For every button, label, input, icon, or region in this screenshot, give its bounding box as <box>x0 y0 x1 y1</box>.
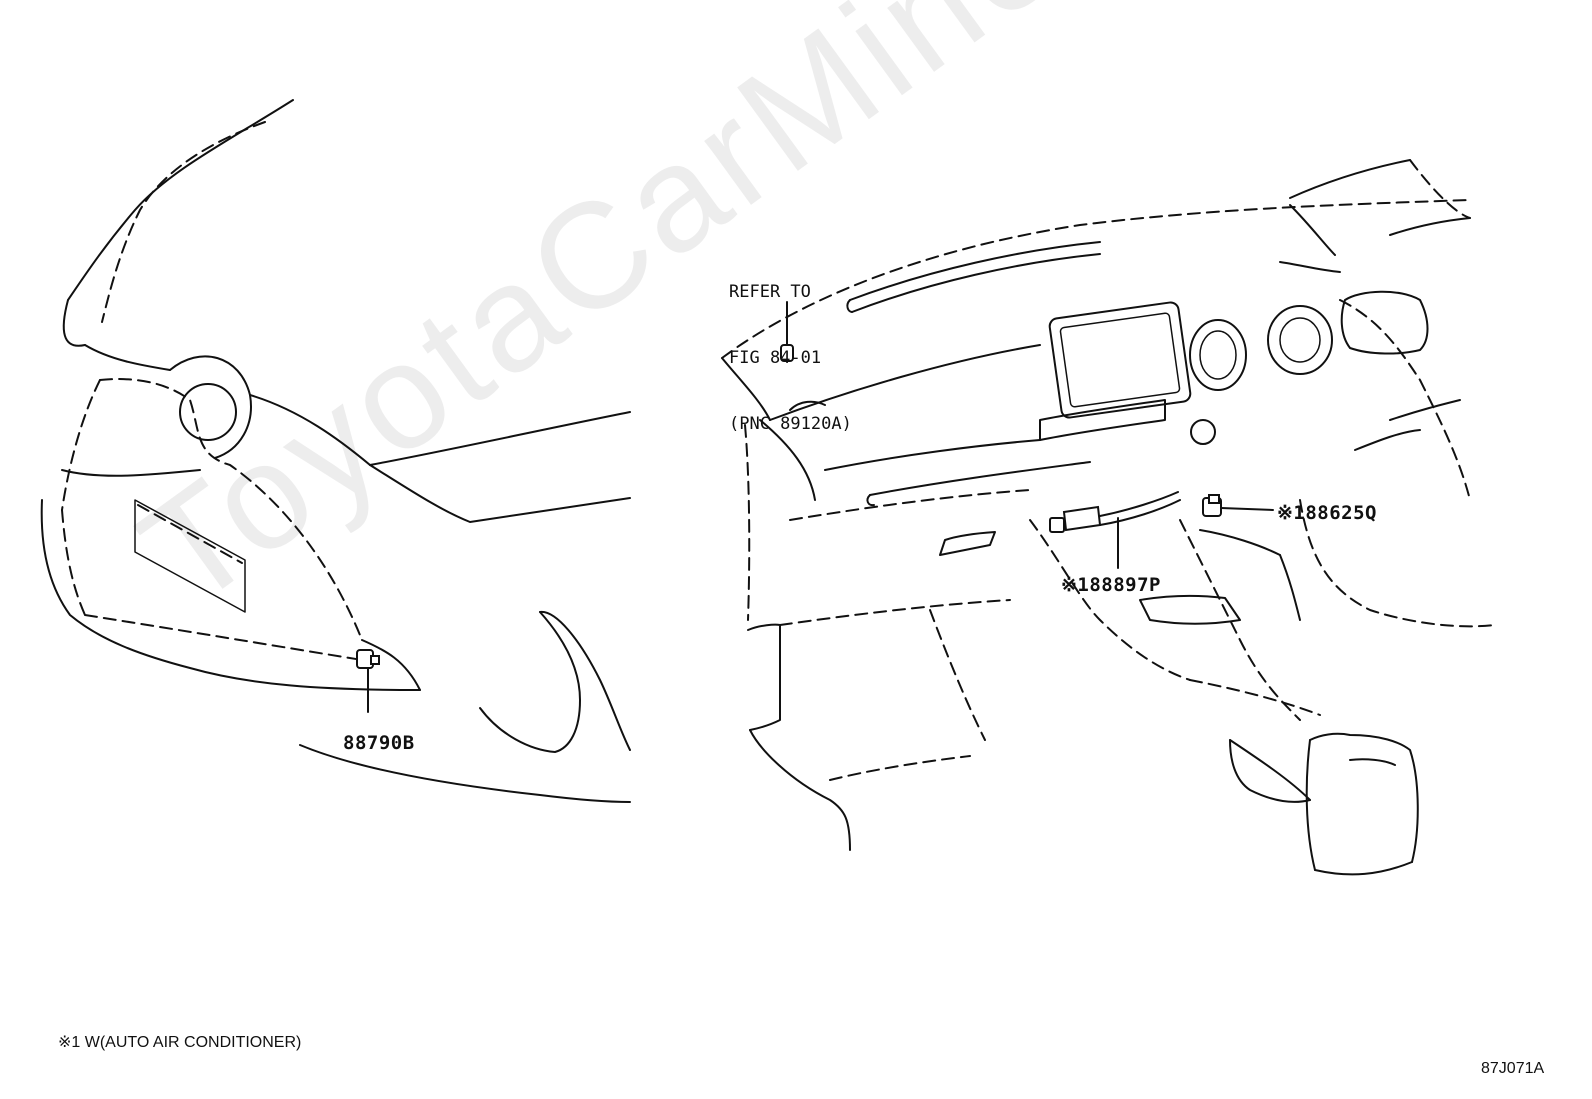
footnote: ※1 W(AUTO AIR CONDITIONER) <box>58 1034 302 1051</box>
duct-part <box>1049 491 1181 569</box>
rear-sensor-part <box>356 649 380 713</box>
refer-clip-part <box>780 301 794 362</box>
sensor-part <box>1202 494 1274 517</box>
dashboard-drawing <box>721 159 1496 876</box>
part-label-88897P[interactable]: ※188897P <box>1061 574 1161 596</box>
refer-line-3: (PNC 89120A) <box>729 414 852 434</box>
part-label-88625Q[interactable]: ※188625Q <box>1277 502 1377 524</box>
part-label-88790B[interactable]: 88790B <box>343 732 415 754</box>
refer-line-2: FIG 84-01 <box>729 348 822 368</box>
refer-line-1: REFER TO <box>729 282 811 302</box>
rear-vehicle-drawing <box>40 99 631 803</box>
figure-code: 87J071A <box>1481 1060 1545 1077</box>
refer-to-label: REFER TO FIG 84-01 (PNC 89120A) <box>729 237 852 457</box>
